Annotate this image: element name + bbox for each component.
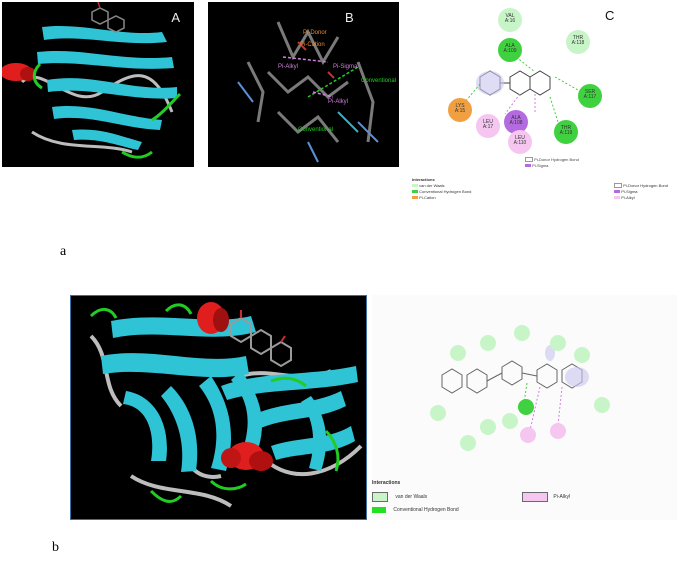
panel-a-protein-structure: A xyxy=(2,2,194,167)
residue-circle xyxy=(480,335,496,351)
ligand-2d-structure xyxy=(464,51,579,123)
panel-c-label: C xyxy=(605,8,615,23)
panel-b-label: B xyxy=(345,10,354,25)
residue-circle xyxy=(460,435,476,451)
residue-circle xyxy=(574,347,590,363)
residue-thr-a118: THR A:118 xyxy=(566,30,590,54)
residue-circle xyxy=(550,423,566,439)
residue-circle xyxy=(502,413,518,429)
legend-item-pi-alkyl: Pi-Alkyl xyxy=(553,494,571,501)
residue-val-a16: VAL A:16 xyxy=(498,8,522,32)
legend-item-vdw: van der Waals xyxy=(395,494,428,501)
ligand-2d-structure-b xyxy=(441,345,589,431)
residue-circle xyxy=(550,335,566,351)
interactions-legend-b: Interactions van der Waals Conventional … xyxy=(372,480,571,514)
binding-site-sticks xyxy=(208,2,399,167)
residue-lys-a15: LYS A:15 xyxy=(448,98,472,122)
residue-leu-a110: LEU A:110 xyxy=(508,130,532,154)
residue-circle xyxy=(520,427,536,443)
interaction-annotation: Conventional xyxy=(298,127,334,133)
residue-circle xyxy=(430,405,446,421)
residue-ala-a109: ALA A:109 xyxy=(498,38,522,62)
figure-b-caption: b xyxy=(52,540,59,555)
residue-leu-a17: LEU A:17 xyxy=(476,114,500,138)
panel-c-2d-interaction-diagram: C VAL A:16 ALA A:109 THR A:118 SER xyxy=(410,2,680,207)
interaction-annotation: Pi-Alkyl xyxy=(328,99,349,105)
interaction-annotation: Pi-Cation xyxy=(300,42,325,48)
residue-circle xyxy=(450,345,466,361)
protein-ribbon-b xyxy=(71,296,366,519)
interaction-annotation: Conventional xyxy=(361,78,397,84)
residue-circle xyxy=(514,325,530,341)
interaction-annotation: Pi-Sigma xyxy=(333,64,358,70)
figure-b-2d-interaction-diagram: Interactions van der Waals Conventional … xyxy=(372,295,677,520)
residue-circle xyxy=(480,419,496,435)
interaction-annotation: Pi-Donor xyxy=(303,30,327,36)
residue-circle xyxy=(594,397,610,413)
legend-item-hbond: Conventional Hydrogen Bond xyxy=(393,507,459,514)
panel-b-binding-site: Pi-Donor Pi-Cation Pi-Sigma Conventional… xyxy=(208,2,399,167)
protein-ribbon-a xyxy=(2,2,194,167)
residue-thr-a119: THR A:119 xyxy=(554,120,578,144)
panel-a-label: A xyxy=(171,10,180,25)
interactions-legend: Interactions van der Waals Conventional … xyxy=(412,177,668,200)
panel-b-protein-structure xyxy=(70,295,367,520)
legend-inline: Pi-Donor Hydrogen Bond Pi-Sigma xyxy=(525,157,579,169)
interaction-annotation: Pi-Alkyl xyxy=(278,64,299,70)
residue-ser-a117: SER A:117 xyxy=(578,84,602,108)
residue-circle xyxy=(518,399,534,415)
figure-a-caption: a xyxy=(60,244,67,259)
